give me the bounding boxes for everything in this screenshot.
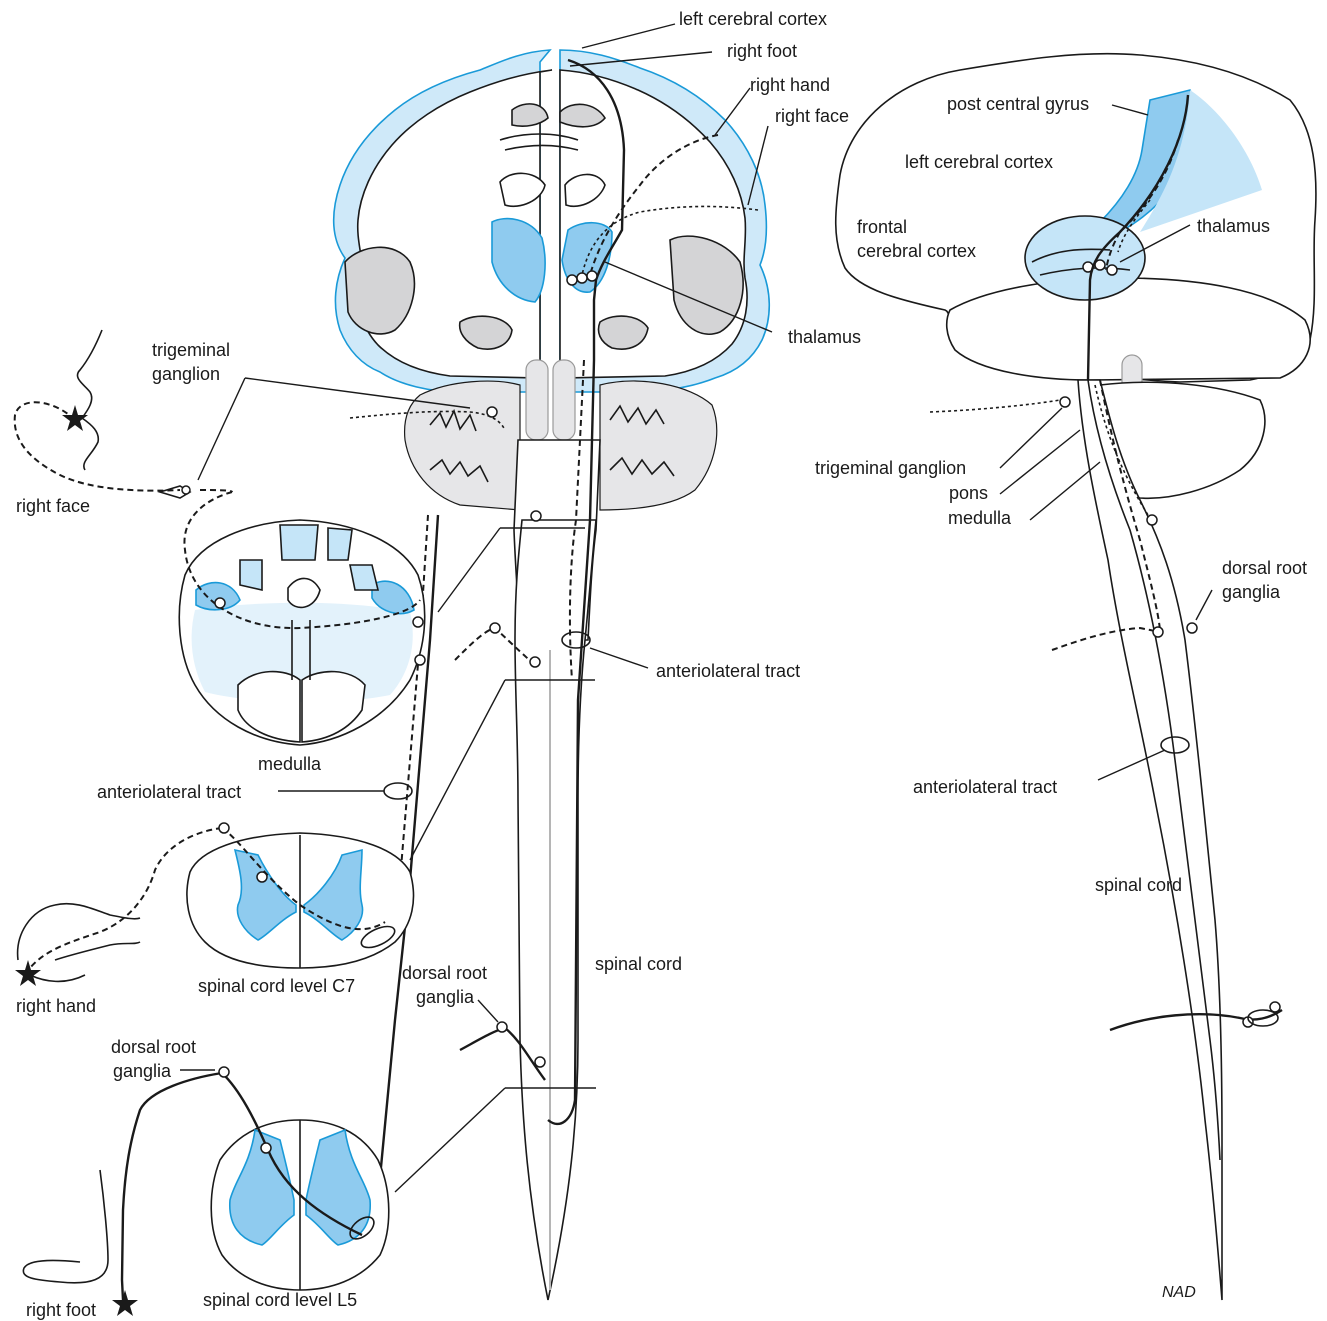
medulla-cell-right bbox=[413, 617, 423, 627]
medulla-pyramid-right bbox=[302, 672, 365, 742]
label-spinal-cord-right: spinal cord bbox=[1095, 875, 1182, 895]
ptr-medulla-right bbox=[1030, 462, 1100, 520]
anteriolateral-tract-marker-left bbox=[384, 783, 412, 799]
spinal-cord-outline bbox=[515, 520, 596, 1300]
thalamus-relay-2 bbox=[577, 273, 587, 283]
medulla-cross-section bbox=[179, 492, 425, 745]
ptr-pons bbox=[1000, 430, 1080, 494]
midline-shade-2 bbox=[553, 360, 575, 440]
sagittal-dorsal-cell-2 bbox=[1187, 623, 1197, 633]
label-thalamus-center: thalamus bbox=[788, 327, 861, 347]
thalamus-relay-1 bbox=[567, 275, 577, 285]
cerebellum-outline-right bbox=[600, 381, 717, 510]
l5-cross-section bbox=[122, 1067, 389, 1300]
c7-root-cell bbox=[219, 823, 229, 833]
ptr-dorsal-root-mid bbox=[478, 1000, 498, 1022]
thalamus-relay-3 bbox=[587, 271, 597, 281]
label-right-face-left: right face bbox=[16, 496, 90, 516]
c7-inner-cell bbox=[257, 872, 267, 882]
trigeminal-cell-center bbox=[487, 407, 497, 417]
label-dorsal-root-right-1: dorsal root bbox=[1222, 558, 1307, 578]
label-left-cerebral-cortex-right: left cerebral cortex bbox=[905, 152, 1053, 172]
label-spinal-cord-center: spinal cord bbox=[595, 954, 682, 974]
medulla-cell-left bbox=[215, 598, 225, 608]
label-medulla-right: medulla bbox=[948, 508, 1012, 528]
label-dorsal-root-left-1: dorsal root bbox=[111, 1037, 196, 1057]
medulla-nuclei-2 bbox=[280, 525, 318, 560]
foot-sketch bbox=[23, 1170, 138, 1316]
foot-star-icon bbox=[112, 1290, 138, 1316]
label-dorsal-root-mid-1: dorsal root bbox=[402, 963, 487, 983]
c7-cell-center bbox=[530, 657, 540, 667]
label-spinal-c7: spinal cord level C7 bbox=[198, 976, 355, 996]
insula-gray-left bbox=[345, 247, 414, 334]
label-frontal-1: frontal bbox=[857, 217, 907, 237]
label-anteriolateral-right: anteriolateral tract bbox=[913, 777, 1057, 797]
medulla-nuclei-1 bbox=[240, 560, 262, 590]
label-signature: NAD bbox=[1162, 1284, 1196, 1301]
label-post-central-gyrus: post central gyrus bbox=[947, 94, 1089, 114]
label-medulla: medulla bbox=[258, 754, 322, 774]
coronal-brain-section bbox=[334, 50, 770, 440]
l5-connector bbox=[395, 1088, 505, 1192]
cerebellum-outline bbox=[405, 381, 520, 510]
ptr-left-cortex bbox=[582, 24, 675, 48]
trigeminal-ganglion-nucleus bbox=[182, 486, 190, 494]
l5-root-cell bbox=[219, 1067, 229, 1077]
label-spinal-l5: spinal cord level L5 bbox=[203, 1290, 357, 1310]
medulla-cell-right-2 bbox=[415, 655, 425, 665]
face-star-icon bbox=[62, 405, 88, 431]
sagittal-trigeminal-cell bbox=[1060, 397, 1070, 407]
foot-outline bbox=[23, 1170, 108, 1283]
label-trigeminal-2: ganglion bbox=[152, 364, 220, 384]
trigeminal-pointer bbox=[198, 378, 245, 480]
medulla-connector bbox=[438, 528, 500, 612]
spinal-cell-center bbox=[535, 1057, 545, 1067]
label-right-face-top: right face bbox=[775, 106, 849, 126]
c7-cross-section bbox=[30, 823, 414, 968]
sagittal-medulla-cell bbox=[1147, 515, 1157, 525]
label-right-hand-left: right hand bbox=[16, 996, 96, 1016]
face-pathway bbox=[15, 402, 180, 490]
hand-sketch bbox=[15, 904, 140, 986]
medulla-cell-center bbox=[531, 511, 541, 521]
label-dorsal-root-right-2: ganglia bbox=[1222, 582, 1281, 602]
label-frontal-2: cerebral cortex bbox=[857, 241, 976, 261]
label-right-foot-left: right foot bbox=[26, 1300, 96, 1320]
trigeminal-ganglion-to-medulla bbox=[200, 490, 232, 492]
hand-star-icon bbox=[15, 960, 41, 986]
ptr-trigeminal-right bbox=[1000, 408, 1062, 468]
l5-inner-cell bbox=[261, 1143, 271, 1153]
sagittal-lumbar-cell-2 bbox=[1270, 1002, 1280, 1012]
label-left-cerebral-cortex-top: left cerebral cortex bbox=[679, 9, 827, 29]
dorsal-root-cell-center bbox=[497, 1022, 507, 1032]
label-dorsal-root-mid-2: ganglia bbox=[416, 987, 475, 1007]
label-trigeminal-1: trigeminal bbox=[152, 340, 230, 360]
hand-outline bbox=[18, 904, 140, 982]
sagittal-relay-3 bbox=[1107, 265, 1117, 275]
label-dorsal-root-left-2: ganglia bbox=[113, 1061, 172, 1081]
midline-shade-1 bbox=[526, 360, 548, 440]
label-trigeminal-right: trigeminal ganglion bbox=[815, 458, 966, 478]
label-right-hand-top: right hand bbox=[750, 75, 830, 95]
label-anteriolateral-left: anteriolateral tract bbox=[97, 782, 241, 802]
sagittal-trigeminal-nerve bbox=[930, 400, 1060, 412]
label-thalamus-right: thalamus bbox=[1197, 216, 1270, 236]
label-right-foot-top: right foot bbox=[727, 41, 797, 61]
ptr-anteriolateral-center bbox=[590, 648, 648, 668]
sagittal-dorsal-cell-1 bbox=[1153, 627, 1163, 637]
cingulate-gray-left bbox=[512, 104, 548, 126]
l5-foot-pathway bbox=[122, 1073, 222, 1300]
hand-root-cell bbox=[490, 623, 500, 633]
label-anteriolateral-center: anteriolateral tract bbox=[656, 661, 800, 681]
label-pons: pons bbox=[949, 483, 988, 503]
face-profile bbox=[77, 330, 102, 470]
medulla-nuclei-3 bbox=[328, 528, 352, 560]
ptr-dorsal-root-right bbox=[1196, 590, 1212, 620]
